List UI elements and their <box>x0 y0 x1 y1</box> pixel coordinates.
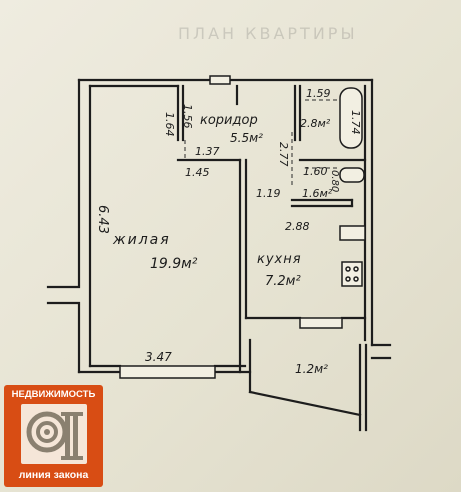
walls <box>46 78 392 432</box>
dim-277: 2.77 <box>277 142 290 167</box>
agency-logo: НЕДВИЖИМОСТЬ линия закона <box>4 385 103 487</box>
corridor-area: 5.5м² <box>230 131 263 145</box>
openings <box>119 75 366 379</box>
corridor-label: коридор <box>200 113 258 128</box>
kitchen-stove <box>341 261 363 287</box>
dim-160: 1.60 <box>303 165 328 178</box>
wc-toilet <box>339 167 365 183</box>
dim-119: 1.19 <box>256 187 281 200</box>
bathtub <box>339 87 363 149</box>
stove-burner-2 <box>353 266 359 272</box>
living-area: 19.9м² <box>150 256 198 272</box>
dim-288: 2.88 <box>285 220 310 233</box>
stove-burner-1 <box>345 266 351 272</box>
dim-080: 0.80 <box>329 170 340 192</box>
bathroom-area: 2.8м² <box>300 117 331 130</box>
living-label: жилая <box>112 232 171 248</box>
kitchen-label: кухня <box>257 252 302 267</box>
stove-burner-4 <box>353 276 359 282</box>
kitchen-sink <box>339 225 366 241</box>
dim-164: 1.64 <box>163 112 176 137</box>
column-swirl-icon <box>21 404 87 464</box>
balcony-slanted-rail <box>248 390 362 417</box>
dim-156: 1.56 <box>181 104 194 129</box>
dim-159: 1.59 <box>306 87 331 100</box>
dim-145: 1.45 <box>185 166 210 179</box>
balcony-area: 1.2м² <box>295 362 328 376</box>
logo-top-text: НЕДВИЖИМОСТЬ <box>11 389 96 400</box>
living-window <box>119 365 216 379</box>
dim-174: 1.74 <box>349 110 362 135</box>
wc-area: 1.6м² <box>302 187 333 200</box>
dimension-lines <box>184 99 338 185</box>
top-opening <box>209 75 231 85</box>
logo-bottom-text: линия закона <box>18 469 89 481</box>
kitchen-window <box>299 317 343 329</box>
dim-643: 6.43 <box>95 205 110 234</box>
kitchen-area: 7.2м² <box>265 274 301 289</box>
faint-header-text: ПЛАН КВАРТИРЫ <box>178 24 358 43</box>
stove-burner-3 <box>345 276 351 282</box>
window-left-ticks <box>46 285 81 305</box>
dim-137: 1.37 <box>195 145 220 158</box>
window-right-ticks <box>370 343 392 360</box>
dim-347: 3.47 <box>145 350 172 364</box>
